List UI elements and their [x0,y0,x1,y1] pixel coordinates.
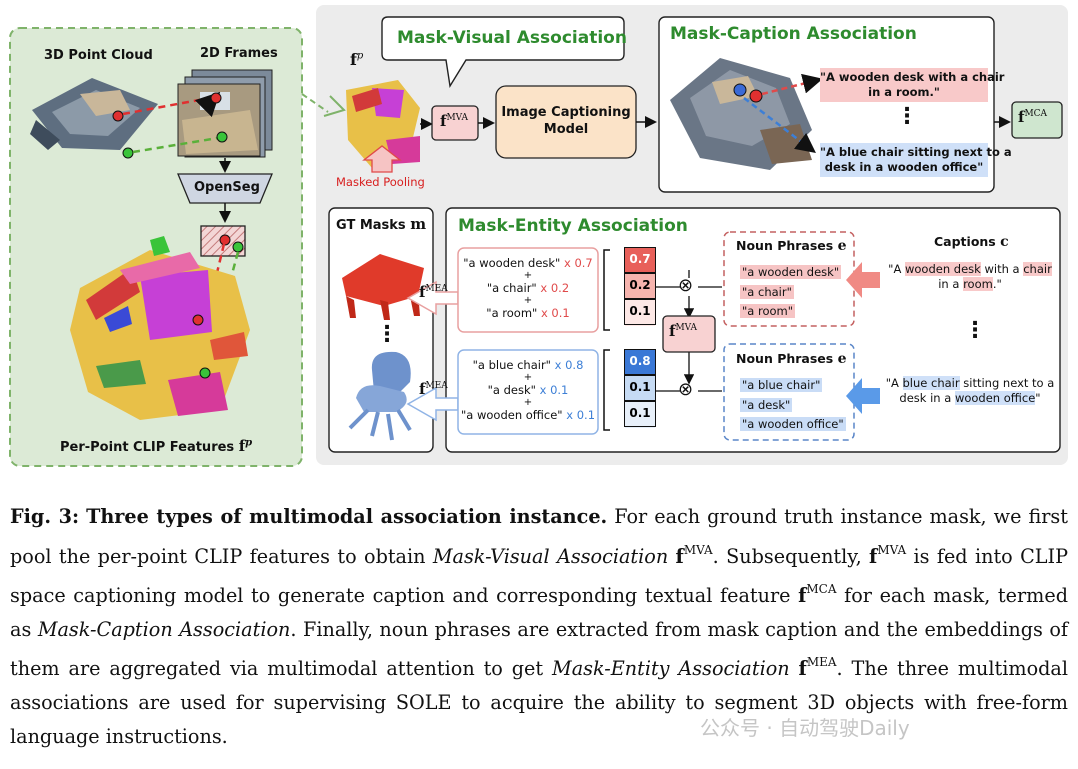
mea-arrow-bottom [406,386,459,422]
otimes-bottom: ⊗ [678,379,694,400]
mva-title-bubble [381,16,625,88]
caption-to-noun-arrow-top [846,262,880,298]
caption-text-bottom: "A blue chair sitting next to a desk in … [885,376,1055,405]
figure: 3D Point Cloud 2D Frames OpenSeg Per-Poi… [9,5,1068,467]
otimes-top: ⊗ [678,275,694,296]
mea-f-mva-label: fMVA [669,322,698,340]
weighted-sum-top-text: "a wooden desk" x 0.7 + "a chair" x 0.2 … [458,256,598,321]
openseg-label: OpenSeg [194,180,260,195]
figure-graphics [9,5,1068,467]
frames-label: 2D Frames [200,46,278,61]
term: "a wooden desk" x 0.7 [463,256,593,270]
term: "a room" x 0.1 [486,306,570,320]
term: "a blue chair" x 0.8 [472,358,584,372]
f-mca-label: fMCA [1018,108,1048,126]
captions-title: Captions c [934,234,1009,250]
figure-caption: Fig. 3: Three types of multimodal associ… [10,505,1068,748]
features-label: Per-Point CLIP Features fp [60,437,253,455]
image-captioning-label: Image Captioning Model [501,105,631,137]
point-cloud-label: 3D Point Cloud [44,48,153,63]
mea-title: Mask-Entity Association [458,216,688,236]
noun-phrases-bottom-title: Noun Phrases e [736,351,847,367]
mea-arrow-top [406,280,459,316]
mca-scene-image [670,58,812,170]
masked-pooling-label: Masked Pooling [336,175,425,189]
term: "a desk" x 0.1 [487,383,569,397]
mca-dots: ⋮ [896,104,918,129]
mca-caption-1: "A wooden desk with a chair in a room." [820,70,1005,99]
point-cloud-image [30,78,158,150]
masked-pooling-arrow [362,145,402,173]
mca-title: Mask-Caption Association [670,24,917,44]
openseg-block [177,173,273,204]
f-mca-box [1011,101,1063,139]
watermark: 公众号 · 自动驾驶Daily [700,716,910,740]
weight-top-2: 0.2 [624,273,656,299]
captions-dots: ⋮ [964,318,986,343]
frames-image [177,69,273,158]
mca-caption-2: "A blue chair sitting next to a desk in … [820,145,1012,174]
term: "a wooden office" x 0.1 [460,408,596,422]
mva-title: Mask-Visual Association [397,28,627,48]
noun-phrases-top [723,231,855,327]
fp-symbol: fp [350,50,364,69]
gt-chair-mesh [348,351,412,441]
weight-top-3: 0.1 [624,299,656,325]
noun-phrases-bottom [723,343,855,441]
noun-list-top: "a wooden desk" "a chair" "a room" [740,265,842,318]
weight-bottom-2: 0.1 [624,375,656,401]
weight-bottom-3: 0.1 [624,401,656,427]
noun-list-bottom: "a blue chair" "a desk" "a wooden office… [740,378,846,431]
weighted-sum-bottom-text: "a blue chair" x 0.8 + "a desk" x 0.1 + … [458,358,598,423]
fp-mask-image [346,80,420,168]
weighted-sum-bottom [457,349,599,435]
f-mea-top: fMEA [419,283,448,301]
mea-f-mva-box [662,315,716,353]
weight-bottom-1: 0.8 [624,349,656,375]
noun-phrases-top-title: Noun Phrases e [736,238,847,254]
caption-to-noun-arrow-bottom [846,378,880,414]
f-mea-bottom: fMEA [419,380,448,398]
f-mva-label: fMVA [440,112,469,130]
weight-top-1: 0.7 [624,247,656,273]
term: "a chair" x 0.2 [486,281,570,295]
gt-masks-label: GT Masks m [336,215,427,233]
gt-dots: ⋮ [376,322,398,347]
caption-text-top: "A wooden desk with a chair in a room." [888,262,1052,291]
weighted-sum-top [457,247,599,333]
